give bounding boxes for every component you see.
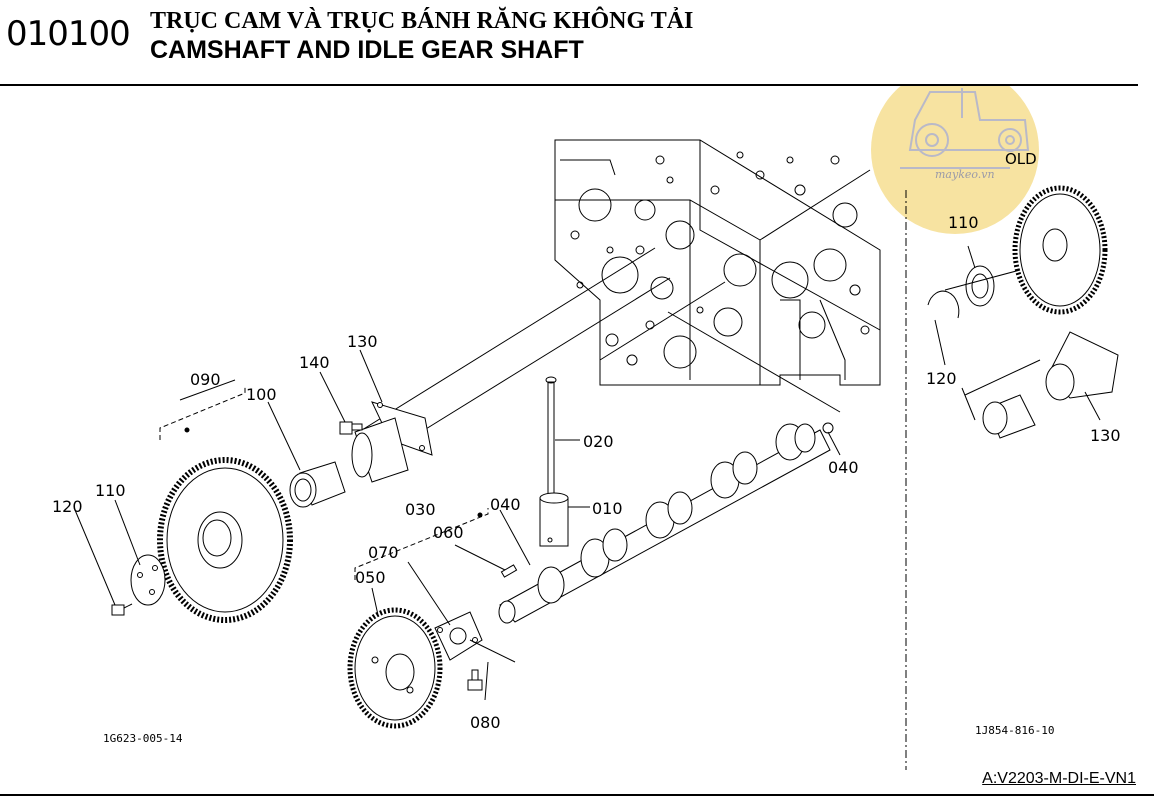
idle-gear-shaft <box>351 401 433 483</box>
callout-110: 110 <box>95 481 126 500</box>
watermark-text: maykeo.vn <box>935 168 995 181</box>
header-rule <box>0 84 1138 86</box>
title-vietnamese: TRỤC CAM VÀ TRỤC BÁNH RĂNG KHÔNG TẢI <box>150 8 694 34</box>
section-code: 010100 <box>6 14 131 54</box>
footer-model-code: A:V2203-M-DI-E-VN1 <box>982 770 1136 787</box>
idle-gear <box>157 457 293 623</box>
callout-090: 090 <box>190 370 221 389</box>
callout-010: 010 <box>592 499 623 518</box>
callout-030: 030 <box>405 500 436 519</box>
callout-020: 020 <box>583 432 614 451</box>
inset-old <box>927 185 1119 439</box>
inset-callout-110: 110 <box>948 213 979 232</box>
push-rod <box>545 376 557 495</box>
footer-rule <box>0 794 1154 796</box>
callout-140: 140 <box>299 353 330 372</box>
watermark-logo: maykeo.vn <box>871 86 1039 234</box>
title-english: CAMSHAFT AND IDLE GEAR SHAFT <box>150 36 584 64</box>
leader-lines <box>74 349 841 701</box>
camshaft <box>498 422 834 624</box>
callout-050: 050 <box>355 568 386 587</box>
callout-080: 080 <box>470 713 501 732</box>
callout-060: 060 <box>433 523 464 542</box>
bolt-080 <box>467 669 483 691</box>
parts-diagram: maykeo.vn <box>52 86 1121 770</box>
screw <box>111 603 133 616</box>
callout-120: 120 <box>52 497 83 516</box>
bushing <box>289 461 346 508</box>
cam-gear <box>347 607 443 729</box>
tappet <box>539 492 569 547</box>
inset-reference: 1J854-816-10 <box>975 724 1054 737</box>
callout-100: 100 <box>246 385 277 404</box>
engine-block <box>554 139 881 386</box>
main-reference: 1G623-005-14 <box>103 732 183 745</box>
thrust-plate <box>434 611 483 661</box>
washer <box>130 554 166 606</box>
callout-070: 070 <box>368 543 399 562</box>
inset-callout-130: 130 <box>1090 426 1121 445</box>
inset-label-old: OLD <box>1005 150 1037 168</box>
page-header: 010100 TRỤC CAM VÀ TRỤC BÁNH RĂNG KHÔNG … <box>0 0 1154 86</box>
inset-callout-120: 120 <box>926 369 957 388</box>
callout-040-upper: 040 <box>828 458 859 477</box>
bolt-140 <box>339 421 363 435</box>
callout-130: 130 <box>347 332 378 351</box>
key <box>500 564 518 578</box>
axis-lines <box>361 247 841 446</box>
callout-040-lower: 040 <box>490 495 521 514</box>
